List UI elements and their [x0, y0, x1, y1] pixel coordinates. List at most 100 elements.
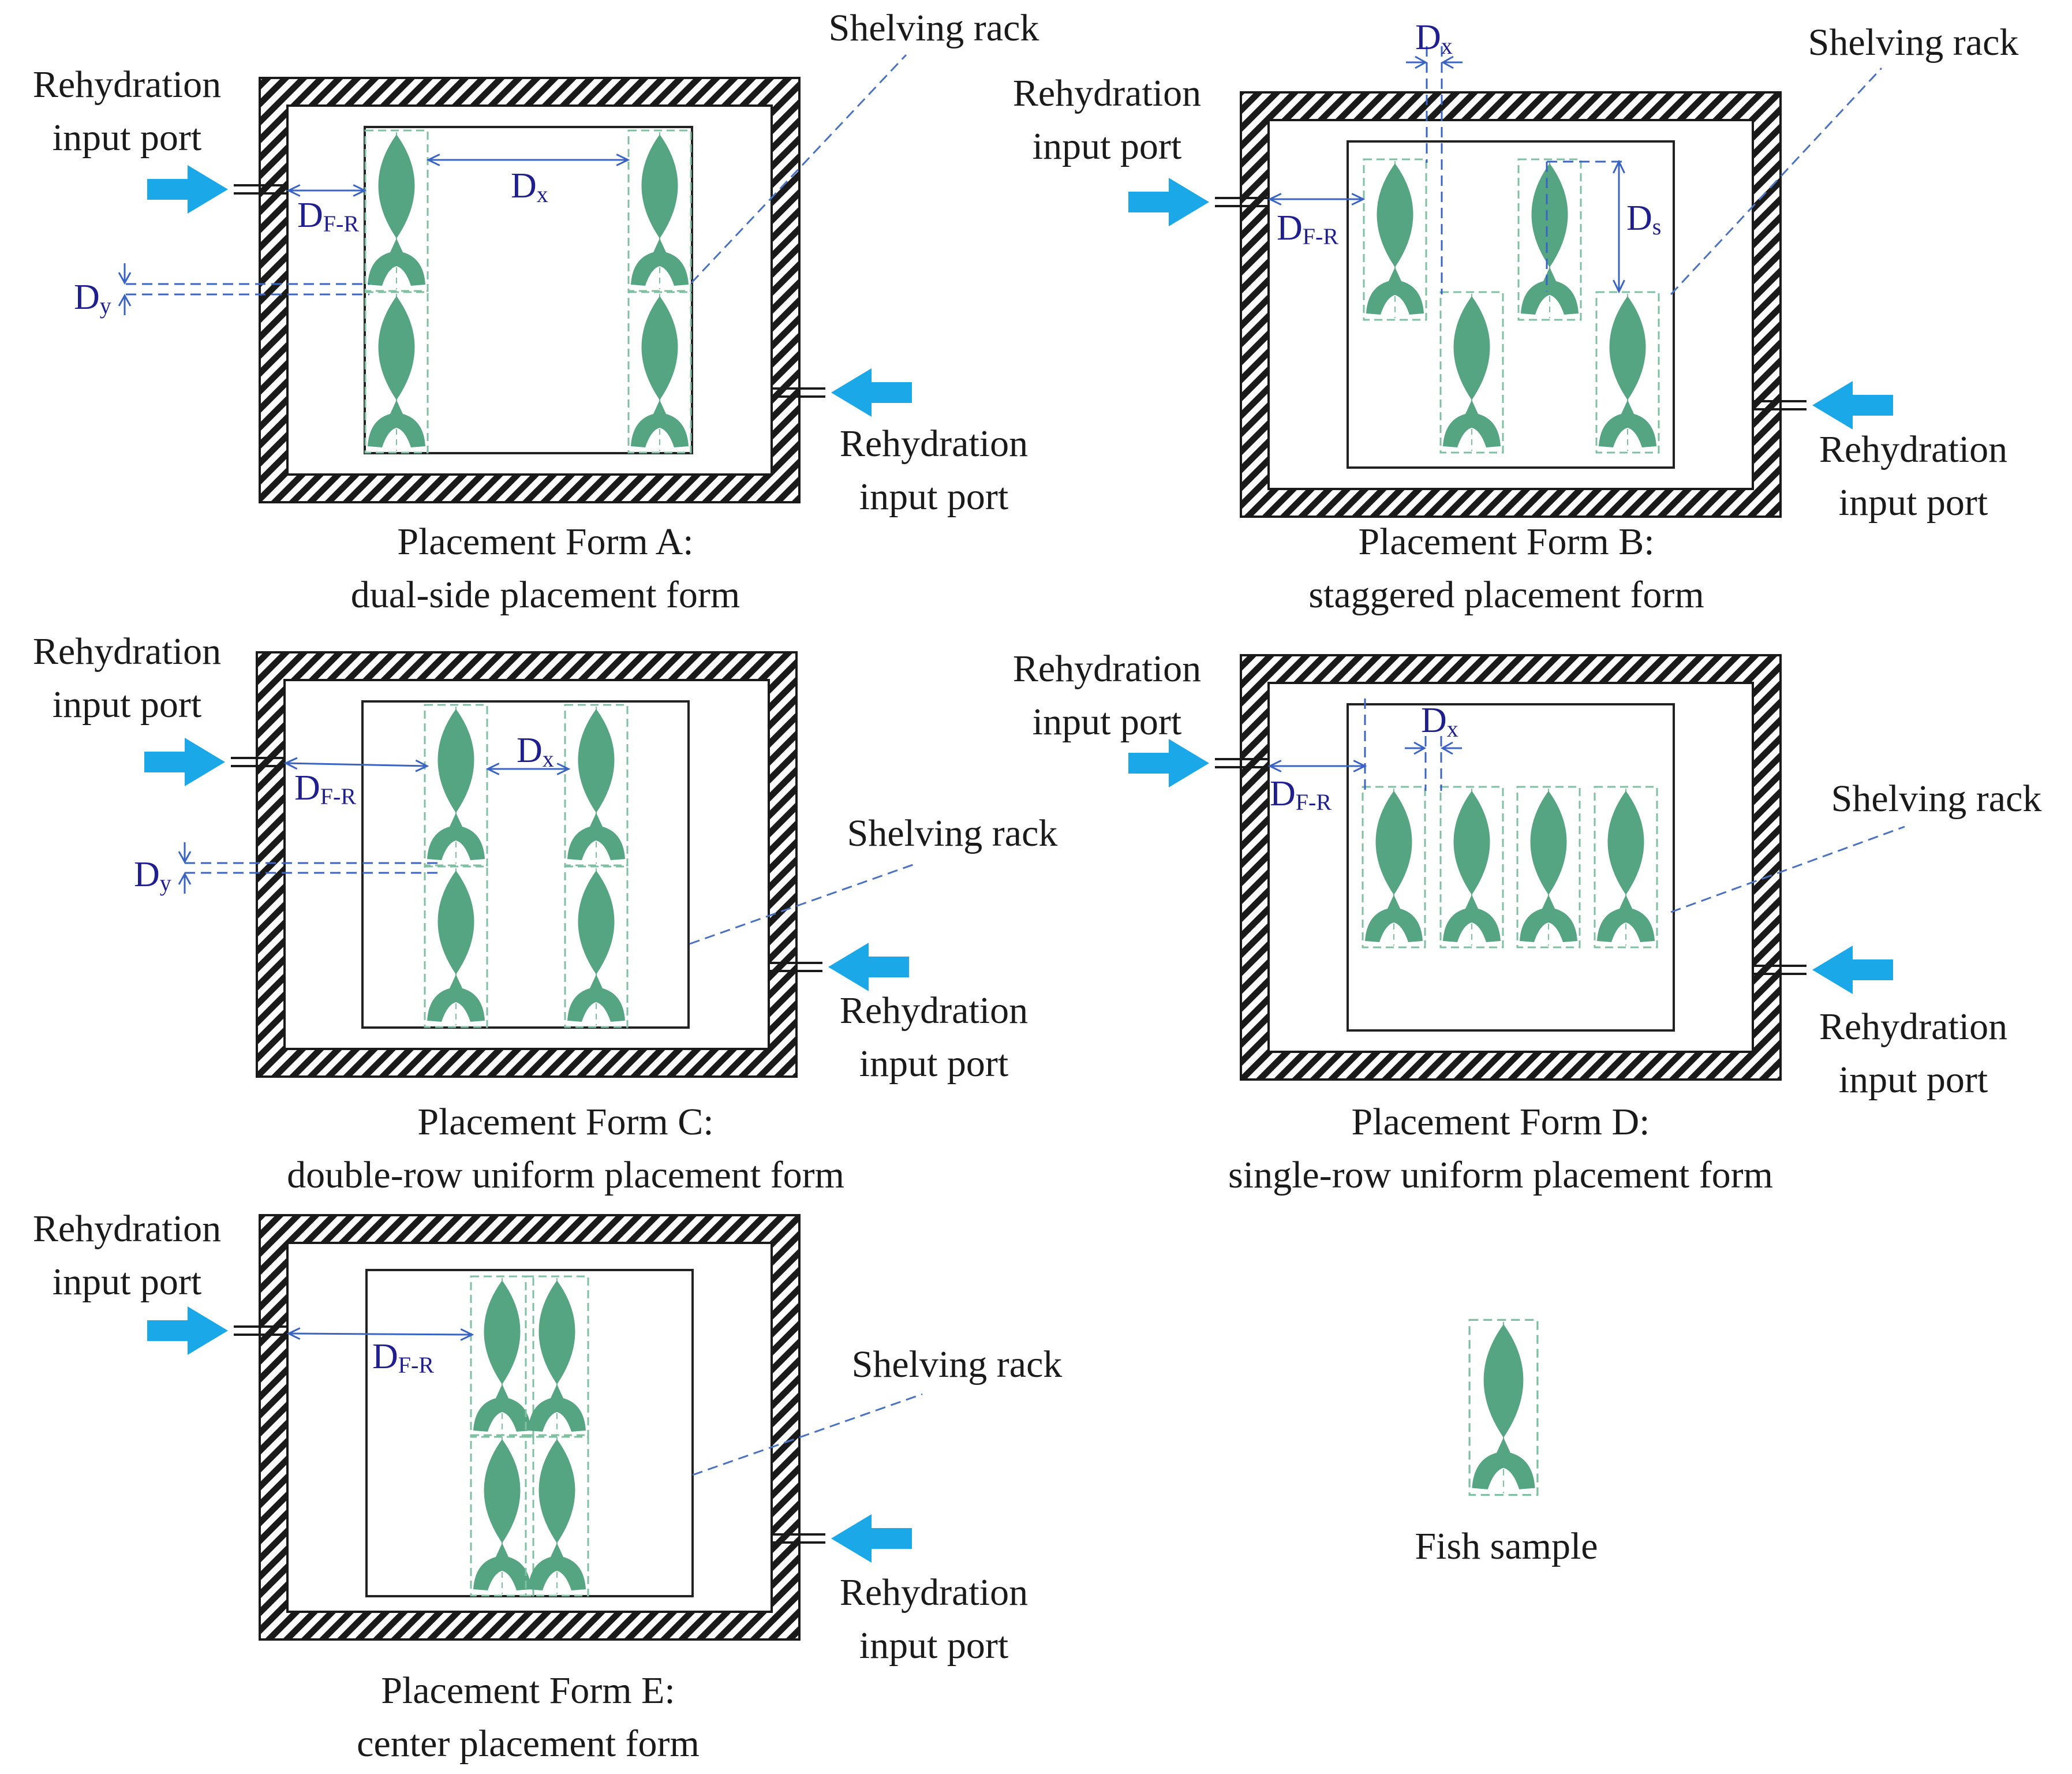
dfr-dimension [288, 1332, 473, 1336]
dx-label: Dx [517, 731, 554, 772]
shelving-rack-label: Shelving rack [847, 812, 1058, 854]
dy-label: Dy [134, 855, 171, 896]
panel-caption-subtitle: double-row uniform placement form [287, 1154, 844, 1196]
dimension-arrowhead [1351, 193, 1366, 206]
inflow-arrow-icon [144, 738, 225, 786]
dfr-dimension [285, 762, 428, 767]
legend-fish-sample: Fish sample [1415, 1319, 1598, 1567]
input-port-label-left-line: Rehydration [33, 1208, 221, 1250]
shelving-rack-label: Shelving rack [1831, 778, 2042, 820]
dimension-arrowhead [118, 263, 132, 285]
fish-sample-label: Fish sample [1415, 1525, 1598, 1567]
dimension-arrowhead [178, 872, 192, 894]
dfr-label: DF-R [1277, 208, 1338, 249]
input-port-label-left-line: input port [53, 117, 202, 159]
dimension-arrowhead [1613, 159, 1625, 174]
panel-caption-title: Placement Form B: [1358, 521, 1654, 563]
input-port-label-left-line: Rehydration [1013, 648, 1201, 690]
input-port-label-left-line: input port [53, 684, 202, 726]
input-port-label-right-line: input port [1839, 481, 1988, 524]
dimension-arrowhead [1441, 55, 1463, 69]
input-port-label-left: Rehydration input port [1013, 648, 1201, 743]
input-port-label-left: Rehydration input port [33, 64, 221, 159]
input-port-label-right-line: input port [859, 1624, 1009, 1667]
shelving-rack-leader [1670, 67, 1883, 296]
input-port-label-right-line: input port [859, 1043, 1009, 1085]
dx-label: Dx [1415, 18, 1453, 59]
dimension-arrowhead [1405, 741, 1427, 755]
input-port-label-left-line: Rehydration [33, 630, 221, 673]
dimension-arrowhead [286, 1327, 301, 1340]
dy-label: Dy [74, 278, 111, 319]
input-port-label-right: Rehydration input port [1819, 428, 2007, 524]
inflow-arrow-icon [1812, 946, 1893, 994]
panel-caption-title: Placement Form C: [417, 1101, 713, 1143]
panel-caption-title: Placement Form A: [397, 521, 693, 563]
inflow-arrow-icon [147, 165, 228, 214]
panel-caption-subtitle: center placement form [357, 1723, 700, 1765]
dimension-arrowhead [426, 154, 440, 166]
shelving-rack-leader [690, 54, 907, 284]
input-port-label-right-line: Rehydration [840, 423, 1028, 465]
shelving-rack-leader [1670, 826, 1905, 913]
dimension-arrowhead [1406, 55, 1428, 69]
dimension-arrowhead [616, 154, 630, 166]
input-port-label-left-line: input port [1033, 701, 1182, 743]
shelving-rack [1347, 140, 1675, 469]
panel-caption-title: Placement Form D: [1352, 1101, 1650, 1143]
fish-sample-icon [1468, 1319, 1539, 1496]
panel-caption-subtitle: staggered placement form [1308, 574, 1704, 616]
dimension-arrowhead [460, 1328, 474, 1341]
dimension-arrowhead [178, 842, 192, 864]
dimension-arrowhead [556, 763, 571, 775]
panel-caption-title: Placement Form E: [381, 1670, 675, 1712]
inflow-arrow-icon [828, 943, 909, 991]
shelving-rack-label: Shelving rack [852, 1343, 1063, 1385]
shelving-rack [361, 700, 690, 1029]
shelving-rack-leader [692, 1393, 923, 1476]
dfr-label: DF-R [1270, 774, 1332, 815]
dimension-arrowhead [1267, 760, 1282, 772]
inflow-arrow-icon [831, 368, 912, 417]
dimension-arrowhead [1267, 193, 1282, 206]
chamber-interior [286, 104, 773, 476]
input-port-label-left-line: input port [53, 1261, 202, 1303]
input-port-label-left: Rehydration input port [33, 630, 221, 726]
shelving-rack-leader [689, 862, 918, 945]
input-port-label-right-line: input port [859, 476, 1009, 518]
input-port-label-right-line: input port [1839, 1059, 1988, 1101]
input-port-label-left-line: Rehydration [33, 64, 221, 106]
dimension-arrowhead [1440, 741, 1462, 755]
input-port-label-left: Rehydration input port [33, 1208, 221, 1303]
dimension-arrowhead [415, 759, 429, 772]
dimension-arrowhead [118, 293, 132, 315]
dimension-arrowhead [485, 763, 500, 775]
dfr-label: DF-R [297, 196, 359, 237]
dimension-arrowhead [353, 184, 367, 197]
shelving-rack [1347, 703, 1675, 1032]
ds-label: Ds [1626, 199, 1661, 240]
dfr-label: DF-R [294, 768, 356, 809]
dfr-label: DF-R [372, 1337, 434, 1378]
input-port-label-right-line: Rehydration [1819, 428, 2007, 470]
inflow-arrow-icon [831, 1514, 912, 1563]
panel-caption-subtitle: dual-side placement form [351, 574, 740, 616]
input-port-label-left-line: Rehydration [1013, 72, 1201, 114]
dimension-arrowhead [283, 757, 298, 770]
shelving-rack-label: Shelving rack [1808, 21, 2019, 64]
chamber-interior [1267, 682, 1754, 1053]
inflow-arrow-icon [1128, 178, 1209, 226]
dimension-arrowhead [286, 184, 301, 197]
input-port-label-right: Rehydration input port [840, 423, 1028, 518]
panel-caption-subtitle: single-row uniform placement form [1228, 1154, 1773, 1196]
dimension-arrowhead [1613, 279, 1625, 294]
dx-label: Dx [1421, 701, 1458, 742]
